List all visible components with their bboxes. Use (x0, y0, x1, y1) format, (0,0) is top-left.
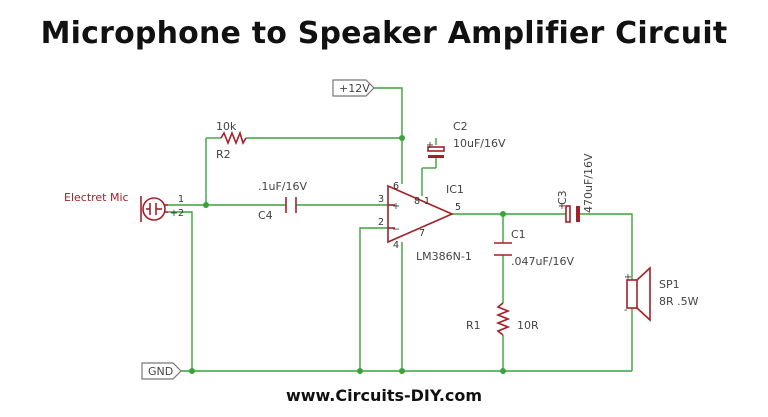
resistor-r2: 10k R2 (216, 120, 247, 161)
speaker-sp1: + - SP1 8R .5W (624, 266, 699, 322)
c2-value: 10uF/16V (453, 137, 506, 150)
ic-pin1: 1 (424, 196, 430, 207)
sp-value: 8R .5W (659, 295, 699, 308)
sp-minus: - (624, 305, 627, 316)
c1-ref: C1 (511, 228, 526, 241)
ic-minus: − (392, 224, 400, 235)
r1-value: 10R (517, 319, 539, 332)
sp-plus: + (624, 272, 632, 283)
mic-gnd-wire (168, 211, 193, 371)
mic-pin1: 1 (178, 194, 184, 205)
ic-pin2: 2 (378, 217, 384, 228)
c3-value: 470uF/16V (582, 153, 595, 213)
ic-pin4: 4 (393, 240, 399, 251)
junctions (189, 135, 506, 374)
c4-value: .1uF/16V (258, 180, 307, 193)
ic-pin2-gnd-wire (359, 227, 388, 371)
c4-ref: C4 (258, 209, 273, 222)
gnd-port: GND (141, 362, 182, 380)
c2-ref: C2 (453, 120, 468, 133)
junction-dot (500, 368, 506, 374)
capacitor-c4: .1uF/16V C4 (258, 180, 307, 222)
mic-pin2: +2 (170, 208, 184, 219)
electret-mic: Electret Mic 1 +2 (64, 191, 184, 222)
c3-plus: + (558, 201, 566, 212)
capacitor-c3: + C3 470uF/16V (556, 153, 595, 223)
page-title: Microphone to Speaker Amplifier Circuit (40, 16, 728, 51)
resistor-r1: R1 10R (466, 302, 539, 336)
mic-name: Electret Mic (64, 191, 129, 204)
gnd-label: GND (148, 365, 173, 378)
vcc-wire (373, 87, 403, 184)
opamp-triangle (387, 184, 454, 244)
junction-dot (500, 211, 506, 217)
capacitor-c2: C2 10uF/16V + (426, 120, 506, 158)
ic-pin8: 8 (414, 196, 420, 207)
c3-ref: C3 (556, 190, 569, 205)
junction-dot (189, 368, 195, 374)
junction-dot (357, 368, 363, 374)
vcc-port: +12V (332, 79, 375, 97)
r2-ref: R2 (216, 148, 231, 161)
vcc-label: +12V (339, 82, 370, 95)
c3-speaker-wire (580, 213, 633, 280)
junction-dot (399, 135, 405, 141)
ic-pin6: 6 (393, 181, 399, 192)
r1-ref: R1 (466, 319, 481, 332)
c1-value: .047uF/16V (511, 255, 574, 268)
sp-ref: SP1 (659, 278, 680, 291)
ic-pin7: 7 (419, 228, 425, 239)
ic1-lm386: + − 3 2 4 6 8 1 7 5 IC1 LM386N-1 (378, 181, 472, 263)
ic-plus: + (392, 201, 400, 212)
website-footer: www.Circuits-DIY.com (285, 386, 483, 405)
junction-dot (399, 368, 405, 374)
c2-plus: + (426, 140, 434, 151)
ic-pin3: 3 (378, 194, 384, 205)
ic-part: LM386N-1 (416, 250, 472, 263)
ic-pin5: 5 (455, 202, 461, 213)
wires (168, 87, 633, 372)
ic-ref: IC1 (446, 183, 464, 196)
capacitor-c1: C1 .047uF/16V (494, 228, 574, 268)
r2-value: 10k (216, 120, 237, 133)
junction-dot (203, 202, 209, 208)
